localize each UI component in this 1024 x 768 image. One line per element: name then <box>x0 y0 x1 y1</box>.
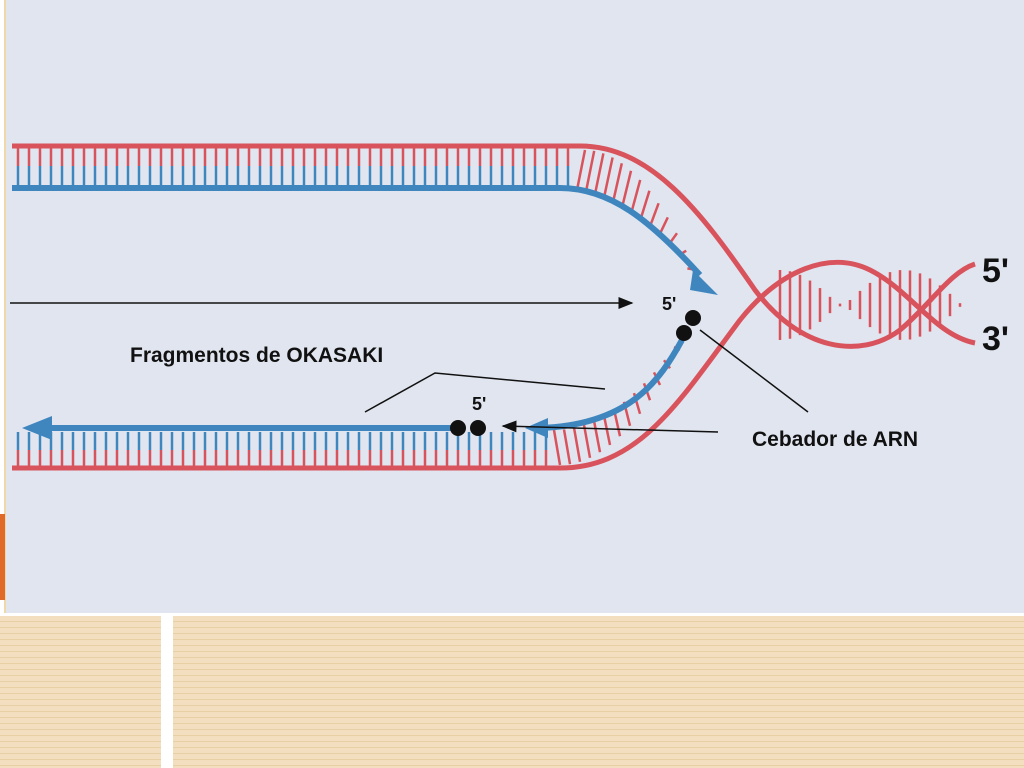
left-margin-strip <box>0 0 6 613</box>
primer-pointer-line-lower <box>501 420 719 433</box>
footer-band-right <box>173 616 1024 768</box>
primer-dot-icon <box>685 310 701 326</box>
base-pair-rung <box>621 170 633 204</box>
lagging-strand-end-arrowhead-icon <box>22 416 52 440</box>
base-pair-rungs <box>16 148 962 466</box>
end-3-prime-label: 3' <box>982 320 1009 358</box>
primer-pointer-line-upper <box>699 329 809 413</box>
lagging-strand-arrowhead-icon <box>525 418 548 438</box>
parental-strand-lower <box>12 259 976 471</box>
primer-dot-icon <box>450 420 466 436</box>
parental-strand-upper <box>12 143 976 349</box>
primer-dot-icon <box>676 325 692 341</box>
base-pair-rung <box>582 424 592 459</box>
okazaki-pointer-lines <box>364 372 606 413</box>
rna-primer-label: Cebador de ARN <box>752 428 918 451</box>
base-pair-rung <box>572 427 582 463</box>
prime-5-label-lower: 5' <box>472 394 486 414</box>
lagging-strand-fragment-near <box>539 338 685 431</box>
primer-dot-icon <box>470 420 486 436</box>
okazaki-fragments-label: Fragmentos de OKASAKI <box>130 344 383 367</box>
base-pair-rung <box>640 190 651 218</box>
base-pair-rung <box>592 420 602 453</box>
base-pair-rung <box>612 163 624 199</box>
leading-strand-arrowhead-icon <box>690 270 718 295</box>
prime-5-label-upper: 5' <box>662 294 676 314</box>
base-pair-rung <box>649 202 660 226</box>
base-pair-rung <box>562 429 572 465</box>
slide-accent-tab <box>0 514 5 600</box>
base-pair-rung <box>575 149 587 191</box>
base-pair-rung <box>552 429 562 466</box>
footer-band-left <box>0 616 161 768</box>
base-pair-rung <box>603 157 614 196</box>
diagram-panel <box>6 0 1024 613</box>
base-pair-rung <box>658 216 669 235</box>
base-pair-rung <box>630 179 642 210</box>
end-5-prime-label: 5' <box>982 252 1009 290</box>
base-pair-rung <box>584 150 596 191</box>
base-pair-rung <box>594 153 605 193</box>
base-pair-rung <box>602 415 612 446</box>
leading-strand <box>12 185 703 278</box>
